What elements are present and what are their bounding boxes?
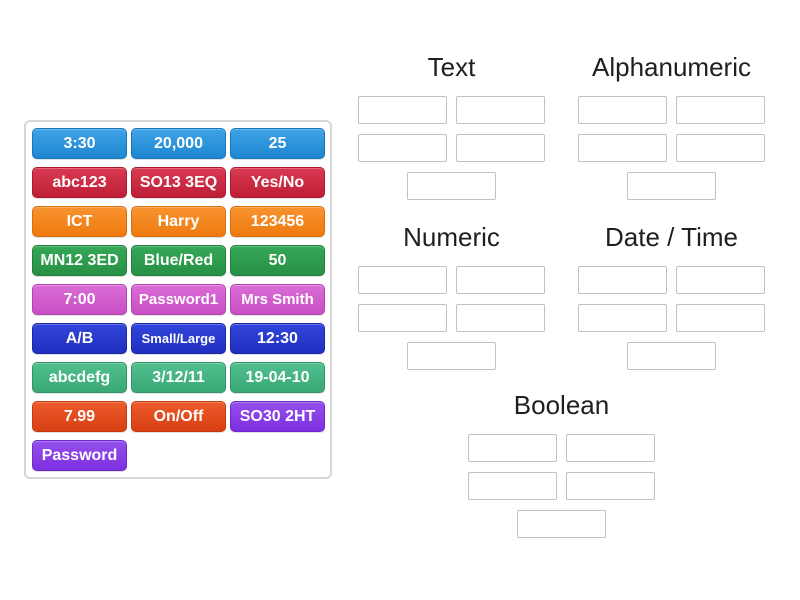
category-header-text: Text <box>427 52 476 82</box>
drop-slot-numeric-4[interactable] <box>456 304 545 332</box>
drop-slot-numeric-5[interactable] <box>407 342 496 370</box>
tile-ict[interactable]: ICT <box>32 206 127 237</box>
drop-slot-alphanumeric-3[interactable] <box>578 134 667 162</box>
slots-numeric <box>358 266 545 370</box>
drop-slot-boolean-3[interactable] <box>468 472 557 500</box>
group-datetime: Date / Time <box>577 220 766 370</box>
tile-20-000[interactable]: 20,000 <box>131 128 226 159</box>
group-boolean: Boolean <box>467 388 656 538</box>
slots-datetime <box>577 266 766 370</box>
tile-small-large[interactable]: Small/Large <box>131 323 226 354</box>
drop-slot-text-2[interactable] <box>456 96 545 124</box>
tile-123456[interactable]: 123456 <box>230 206 325 237</box>
tile-7-99[interactable]: 7.99 <box>32 401 127 432</box>
tile-so30-2ht[interactable]: SO30 2HT <box>230 401 325 432</box>
slots-alphanumeric <box>577 96 766 200</box>
drop-slot-text-1[interactable] <box>358 96 447 124</box>
tile-harry[interactable]: Harry <box>131 206 226 237</box>
tile-mn12-3ed[interactable]: MN12 3ED <box>32 245 127 276</box>
tile-50[interactable]: 50 <box>230 245 325 276</box>
drop-slot-boolean-4[interactable] <box>566 472 655 500</box>
drop-slot-alphanumeric-5[interactable] <box>627 172 716 200</box>
drop-slot-alphanumeric-4[interactable] <box>676 134 765 162</box>
tile-password1[interactable]: Password1 <box>131 284 226 315</box>
tile-3-30[interactable]: 3:30 <box>32 128 127 159</box>
group-numeric: Numeric <box>358 220 545 370</box>
tile-19-04-10[interactable]: 19-04-10 <box>230 362 325 393</box>
drop-slot-numeric-1[interactable] <box>358 266 447 294</box>
drop-slot-boolean-5[interactable] <box>517 510 606 538</box>
category-header-datetime: Date / Time <box>605 222 738 252</box>
tile-12-30[interactable]: 12:30 <box>230 323 325 354</box>
drop-slot-text-4[interactable] <box>456 134 545 162</box>
drop-slot-datetime-3[interactable] <box>578 304 667 332</box>
drop-slot-datetime-4[interactable] <box>676 304 765 332</box>
tile-abcdefg[interactable]: abcdefg <box>32 362 127 393</box>
tile-a-b[interactable]: A/B <box>32 323 127 354</box>
slots-text <box>358 96 545 200</box>
drop-slot-text-5[interactable] <box>407 172 496 200</box>
drop-slot-numeric-3[interactable] <box>358 304 447 332</box>
tile-blue-red[interactable]: Blue/Red <box>131 245 226 276</box>
category-header-numeric: Numeric <box>403 222 500 252</box>
drop-slot-alphanumeric-1[interactable] <box>578 96 667 124</box>
tile-on-off[interactable]: On/Off <box>131 401 226 432</box>
drop-slot-text-3[interactable] <box>358 134 447 162</box>
category-header-boolean: Boolean <box>513 390 610 420</box>
drop-slot-datetime-1[interactable] <box>578 266 667 294</box>
tile-3-12-11[interactable]: 3/12/11 <box>131 362 226 393</box>
tile-yes-no[interactable]: Yes/No <box>230 167 325 198</box>
category-header-alphanumeric: Alphanumeric <box>592 52 751 82</box>
tile-abc123[interactable]: abc123 <box>32 167 127 198</box>
drop-slot-numeric-2[interactable] <box>456 266 545 294</box>
drop-slot-datetime-5[interactable] <box>627 342 716 370</box>
tile-25[interactable]: 25 <box>230 128 325 159</box>
slots-boolean <box>467 434 656 538</box>
tile-7-00[interactable]: 7:00 <box>32 284 127 315</box>
tile-password[interactable]: Password <box>32 440 127 471</box>
drop-slot-boolean-1[interactable] <box>468 434 557 462</box>
drop-slot-datetime-2[interactable] <box>676 266 765 294</box>
group-text: Text <box>358 50 545 200</box>
drop-slot-alphanumeric-2[interactable] <box>676 96 765 124</box>
group-alphanumeric: Alphanumeric <box>577 50 766 200</box>
drop-slot-boolean-2[interactable] <box>566 434 655 462</box>
tile-mrs-smith[interactable]: Mrs Smith <box>230 284 325 315</box>
tile-so13-3eq[interactable]: SO13 3EQ <box>131 167 226 198</box>
